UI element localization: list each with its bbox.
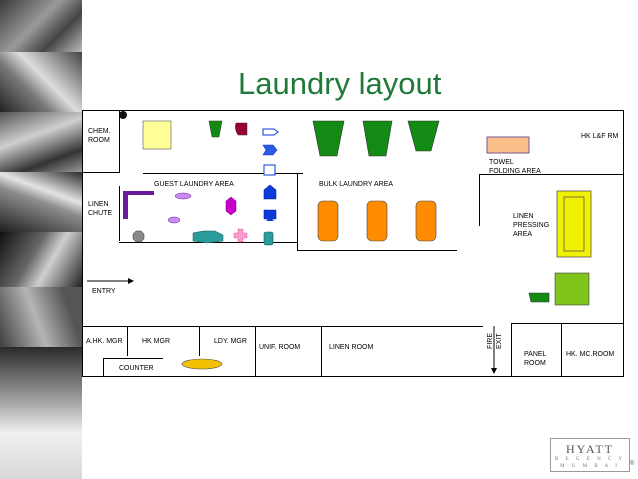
counter-label: COUNTER	[119, 365, 154, 372]
guest-dryer-maroon	[235, 122, 248, 136]
entry-label: ENTRY	[92, 288, 116, 295]
bulk-dryer-2	[366, 200, 388, 242]
linen-pressing-area-label: LINEN PRESSING AREA	[513, 213, 550, 238]
guest-washer-green	[208, 120, 223, 138]
photo-atrium	[0, 347, 82, 479]
guest-cart-2	[167, 216, 181, 224]
guest-folding-table	[123, 191, 154, 219]
logo-brand: HYATT	[566, 442, 614, 456]
floor-plan: CHEM. ROOM HK L&F RM TOWEL FOLDING AREA …	[82, 110, 624, 377]
wall-chem-room-right	[119, 111, 120, 173]
press-machine-4	[263, 184, 277, 200]
bulk-laundry-area-label: BULK LAUNDRY AREA	[319, 181, 394, 188]
photo-gym	[0, 52, 82, 112]
linen-chute-label: LINEN CHUTE	[88, 201, 113, 217]
guest-small-machine	[132, 230, 145, 243]
unif-room-label: UNIF. ROOM	[259, 344, 301, 351]
press-machine-3	[263, 164, 276, 176]
guest-spotting-station	[225, 196, 237, 216]
photo-interior	[0, 287, 82, 347]
ahk-mgr-label: A.HK. MGR	[86, 338, 123, 345]
wall-unif-room-right	[321, 326, 322, 376]
press-machine-5-arrow	[266, 217, 274, 221]
wall-counter-left	[103, 359, 104, 376]
wall-ldy-mgr-right	[255, 326, 256, 376]
photo-hotel-room	[0, 0, 82, 52]
wall-pressing-area-left	[479, 174, 480, 226]
guest-laundry-area-label: GUEST LAUNDRY AREA	[154, 181, 234, 188]
sorting-table	[142, 120, 172, 150]
page-title: Laundry layout	[238, 66, 442, 101]
logo-line1: R E G E N C Y	[555, 457, 625, 462]
chem-room-label: CHEM. ROOM	[88, 128, 111, 144]
bulk-dryer-3	[415, 200, 437, 242]
linen-ironer-inner	[563, 196, 585, 252]
wall-panel-room-top	[511, 323, 623, 324]
linen-room-label: LINEN ROOM	[329, 344, 374, 351]
chemical-drum-icon	[119, 111, 127, 119]
wall-chem-room-bottom	[83, 172, 120, 173]
wall-towel-area-bottom	[479, 174, 623, 175]
wall-panel-room-left	[511, 323, 512, 376]
photo-strip	[0, 0, 82, 479]
hk-mc-room-label: HK. MC.ROOM	[566, 351, 615, 358]
guest-press-teal	[192, 230, 224, 244]
photo-lobby	[0, 112, 82, 172]
bulk-dryer-1	[317, 200, 339, 242]
press-machine-5	[263, 209, 277, 220]
registered-mark: ®	[630, 461, 635, 467]
teal-bucket-icon	[263, 231, 274, 246]
linen-cart-green	[528, 292, 550, 303]
press-machine-2	[262, 144, 278, 156]
hk-mgr-label: HK MGR	[142, 338, 170, 345]
guest-pink-steamer	[233, 228, 248, 243]
linen-press-lime	[554, 272, 590, 306]
photo-restaurant	[0, 172, 82, 232]
photo-bar	[0, 232, 82, 287]
wall-bottom-rooms-top	[83, 326, 483, 327]
panel-room-label: PANEL ROOM	[524, 351, 547, 367]
wall-bulk-area-left	[297, 173, 298, 251]
wall-hk-mgr-right	[199, 326, 200, 356]
wall-ahk-mgr-right	[127, 326, 128, 356]
towel-folding-area-label: TOWEL FOLDING AREA	[489, 159, 541, 175]
hyatt-regency-logo: HYATT R E G E N C Y M U M B A I	[550, 438, 630, 472]
wall-panel-room-right	[561, 323, 562, 376]
logo-line2: M U M B A I	[560, 464, 620, 469]
wall-linen-chute-right	[119, 186, 120, 241]
press-machine-1	[262, 128, 279, 136]
bulk-washer-2	[362, 120, 393, 157]
bulk-washer-3	[407, 120, 440, 152]
wall-bulk-area-bottom	[297, 250, 457, 251]
counter-desk	[181, 358, 223, 370]
equipment-layer	[87, 111, 592, 374]
ldy-mgr-label: LDY. MGR	[214, 338, 247, 345]
towel-folding-table	[486, 136, 530, 154]
bulk-washer-1	[312, 120, 345, 157]
wall-guest-area-top	[143, 173, 303, 174]
guest-cart-1	[174, 192, 192, 200]
hk-lf-room-label: HK L&F RM	[581, 133, 619, 140]
wall-counter-top	[103, 358, 163, 359]
